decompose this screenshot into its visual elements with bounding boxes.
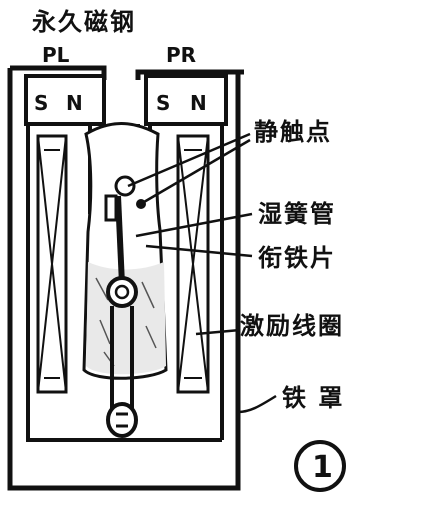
label-pl: PL (42, 43, 70, 67)
label-pr: PR (166, 43, 196, 67)
static-contact-dot (136, 199, 146, 209)
label-iron-cover: 铁 罩 (282, 384, 344, 412)
right-coil (176, 134, 210, 394)
left-magnet-s: S (34, 91, 48, 115)
left-coil (36, 134, 68, 394)
right-magnet-n: N (190, 91, 207, 115)
label-static-contact: 静触点 (254, 118, 332, 146)
right-magnet: S N (144, 74, 228, 126)
label-reed-tube: 湿簧管 (258, 200, 336, 228)
label-armature: 衔铁片 (258, 244, 336, 272)
figure-number-text: 1 (312, 450, 333, 485)
armature (106, 195, 138, 438)
title-permanent-magnet: 永久磁钢 (32, 8, 136, 36)
reed-tube (82, 122, 168, 380)
label-excitation-coil: 激励线圈 (240, 312, 344, 340)
contacts (104, 175, 146, 222)
leader-lines (127, 132, 277, 414)
left-magnet: S N (24, 74, 106, 126)
left-magnet-n: N (66, 91, 83, 115)
right-magnet-s: S (156, 91, 170, 115)
figure-number: 1 (294, 440, 346, 492)
